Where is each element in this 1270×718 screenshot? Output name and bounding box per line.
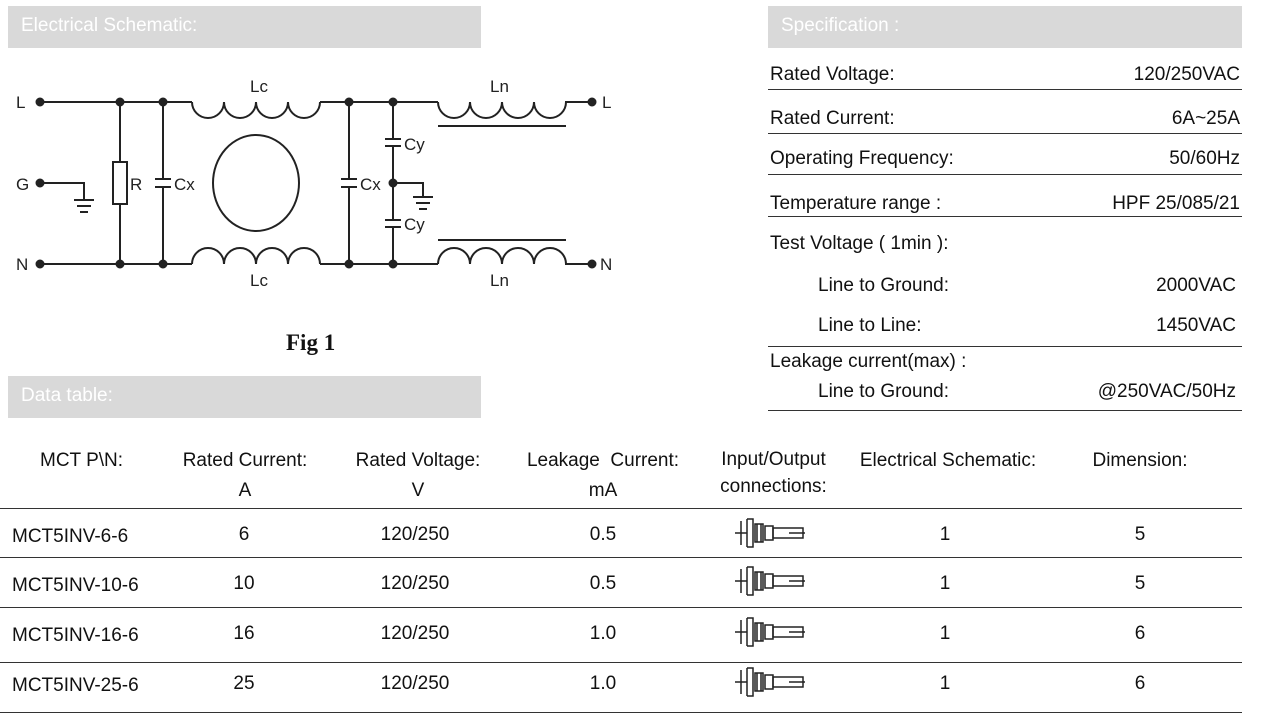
spec-label: Operating Frequency: [770,148,954,169]
choke-Lc-top-label: Lc [250,77,268,96]
header-text: Rated Current: [182,450,308,471]
capacitor-Cy-top-label: Cy [404,135,425,154]
spec-label: Line to Ground: [818,381,949,402]
table-cell-voltage: 120/250 [380,673,450,694]
spec-label: Rated Voltage: [770,64,895,85]
choke-core [212,134,300,232]
table-cell-leakage: 1.0 [589,623,617,644]
figure-caption: Fig 1 [286,330,335,355]
table-cell-pn: MCT5INV-10-6 [12,575,139,596]
table-cell-leakage: 0.5 [589,524,617,545]
capacitor-Cx2-label: Cx [360,175,381,194]
table-cell-current: 25 [233,673,255,694]
inductor-Ln-bottom-label: Ln [490,271,509,290]
table-cell-current: 16 [233,623,255,644]
data-table-section-title: Data table: [8,376,481,418]
terminal-G-label: G [16,175,29,194]
spec-value: 1450VAC [1156,315,1236,336]
spec-label: Test Voltage ( 1min ): [770,233,949,254]
terminal-connector-icon [735,667,805,697]
table-cell-schematic: 1 [939,623,951,644]
table-cell-voltage: 120/250 [380,623,450,644]
table-cell-voltage: 120/250 [380,524,450,545]
table-cell-current: 6 [238,524,250,545]
table-header-pn: MCT P\N: [40,450,124,471]
terminal-L-in-label: L [16,93,25,112]
spec-value: 6A~25A [1171,108,1240,129]
header-text: Rated Voltage: [355,450,481,471]
spec-value: HPF 25/085/21 [1112,193,1240,214]
capacitor-Cy-bottom-label: Cy [404,215,425,234]
table-cell-dimension: 5 [1134,573,1146,594]
table-header-leakage-current: Leakage Current: mA [518,446,688,506]
table-cell-pn: MCT5INV-6-6 [12,526,129,547]
spec-label: Temperature range : [770,193,942,214]
common-mode-choke-bottom [191,247,321,265]
table-cell-dimension: 6 [1134,673,1146,694]
spec-value: 50/60Hz [1169,148,1240,169]
resistor-label: R [130,175,142,194]
header-text: connections: [720,476,827,497]
spec-label: Rated Current: [770,108,895,129]
ground-symbol-icon [413,196,433,210]
common-mode-choke-top [191,101,321,119]
terminal-L-out-label: L [602,93,611,112]
spec-label: Line to Line: [818,315,922,336]
schematic-section-title: Electrical Schematic: [8,6,481,48]
header-text: Input/Output [721,449,826,470]
spec-label: Leakage current(max) : [770,351,967,372]
capacitor-Cx2 [341,102,357,264]
terminal-connector-icon [735,617,805,647]
terminal-connector-icon [735,518,805,548]
choke-Lc-bottom-label: Lc [250,271,268,290]
capacitor-Cx1-label: Cx [174,175,195,194]
spec-label: Line to Ground: [818,275,949,296]
inductor-Ln-top-label: Ln [490,77,509,96]
table-header-io-connections: Input/Output connections: [706,446,841,500]
table-cell-pn: MCT5INV-16-6 [12,625,139,646]
table-cell-current: 10 [233,573,255,594]
table-cell-schematic: 1 [939,573,951,594]
header-unit: mA [588,480,618,501]
table-cell-pn: MCT5INV-25-6 [12,675,139,696]
electrical-schematic-diagram: L G N R Cx Lc Lc Cx Cy Cy Ln Ln [16,77,612,355]
table-cell-leakage: 1.0 [589,673,617,694]
table-header-dimension: Dimension: [1092,450,1188,471]
terminal-N-in-label: N [16,255,28,274]
inductor-Ln-bottom [437,247,592,265]
table-cell-leakage: 0.5 [589,573,617,594]
inductor-Ln-top [437,101,592,119]
table-cell-schematic: 1 [939,673,951,694]
header-text: Leakage Current: [526,450,680,471]
table-cell-voltage: 120/250 [380,573,450,594]
spec-value: 2000VAC [1156,275,1236,296]
table-cell-dimension: 5 [1134,524,1146,545]
ground-wire [40,182,85,200]
table-cell-dimension: 6 [1134,623,1146,644]
terminal-N-out-label: N [600,255,612,274]
spec-value: 120/250VAC [1133,64,1240,85]
table-header-schematic: Electrical Schematic: [859,450,1037,471]
table-header-rated-voltage: Rated Voltage: V [343,446,493,506]
terminal-connector-icon [735,566,805,596]
header-unit: V [411,480,425,501]
table-cell-schematic: 1 [939,524,951,545]
ground-symbol-icon [74,199,94,213]
header-unit: A [238,480,252,501]
spec-value: @250VAC/50Hz [1097,381,1236,402]
table-header-rated-current: Rated Current: A [170,446,320,506]
specification-section-title: Specification : [768,6,1242,48]
resistor-R [112,161,128,205]
capacitor-Cx1 [155,102,171,264]
